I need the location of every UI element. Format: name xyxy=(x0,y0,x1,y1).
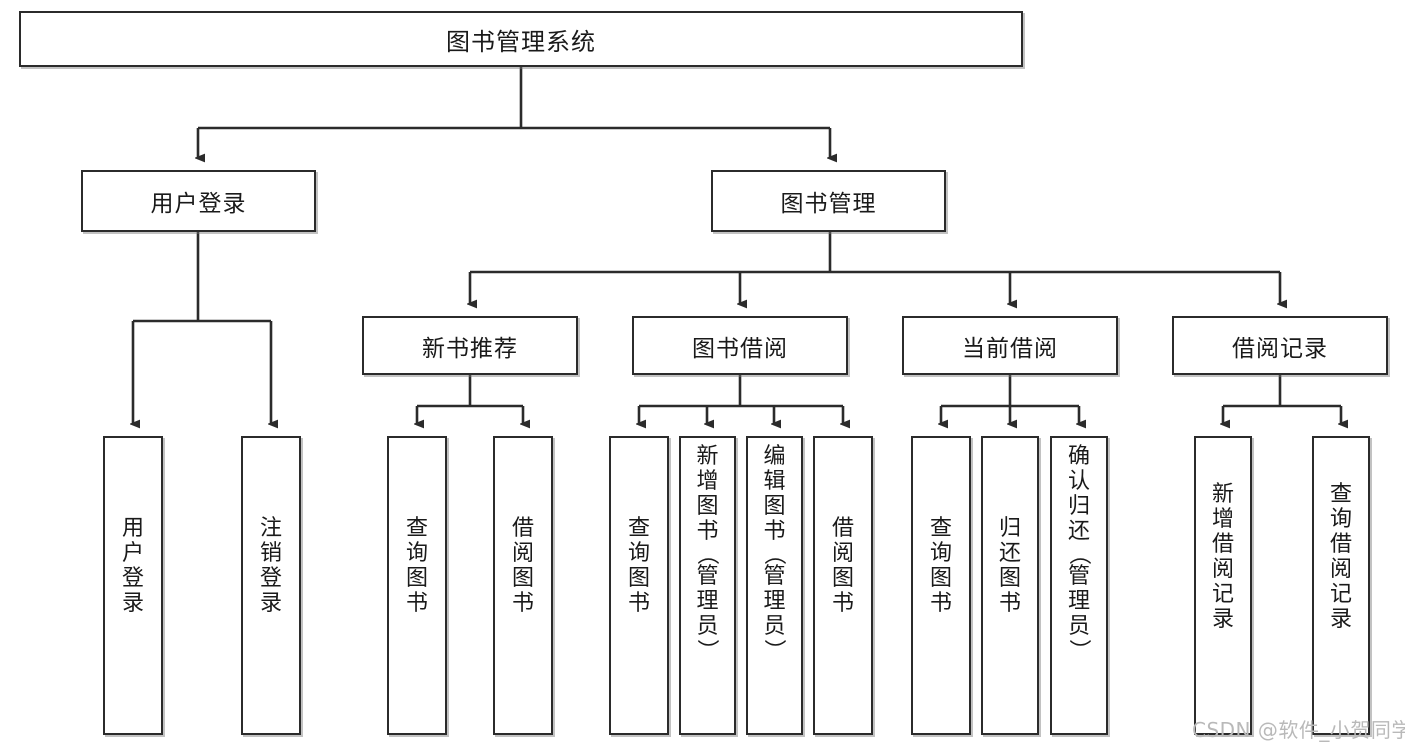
leaf-current-borrow-return-book[interactable]: 归还图书 xyxy=(981,436,1039,735)
node-current-borrow[interactable]: 当前借阅 xyxy=(902,316,1118,375)
leaf-book-borrow-add-book-admin[interactable]: 新增图书（管理员） xyxy=(679,436,736,735)
leaf-new-book-query-book[interactable]: 查询图书 xyxy=(387,436,447,735)
node-borrow-record[interactable]: 借阅记录 xyxy=(1172,316,1388,375)
node-new-book-recommend[interactable]: 新书推荐 xyxy=(362,316,578,375)
leaf-current-borrow-query-book[interactable]: 查询图书 xyxy=(911,436,971,735)
leaf-label: 归还图书 xyxy=(998,516,1021,617)
leaf-borrow-record-add-record[interactable]: 新增借阅记录 xyxy=(1194,436,1252,735)
leaf-label: 查询图书 xyxy=(627,516,650,617)
leaf-book-borrow-query-book[interactable]: 查询图书 xyxy=(609,436,669,735)
watermark-csdn: CSDN @软件_小贺同学 xyxy=(1192,718,1405,742)
leaf-new-book-borrow-book[interactable]: 借阅图书 xyxy=(493,436,553,735)
leaf-user-login-logout[interactable]: 注销登录 xyxy=(241,436,301,735)
leaf-label: 查询图书 xyxy=(929,516,952,617)
leaf-label: 新增借阅记录 xyxy=(1211,482,1234,633)
node-book-borrow[interactable]: 图书借阅 xyxy=(632,316,848,375)
leaf-label: 借阅图书 xyxy=(831,516,854,617)
leaf-label: 用户登录 xyxy=(121,516,144,617)
leaf-label: 编辑图书（管理员） xyxy=(761,444,787,661)
leaf-borrow-record-query-record[interactable]: 查询借阅记录 xyxy=(1312,436,1370,735)
leaf-user-login-login[interactable]: 用户登录 xyxy=(103,436,163,735)
leaf-book-borrow-borrow-book[interactable]: 借阅图书 xyxy=(813,436,873,735)
node-root-book-management-system[interactable]: 图书管理系统 xyxy=(19,11,1023,67)
node-book-management[interactable]: 图书管理 xyxy=(711,170,946,232)
leaf-book-borrow-edit-book-admin[interactable]: 编辑图书（管理员） xyxy=(746,436,803,735)
leaf-current-borrow-confirm-return-admin[interactable]: 确认归还（管理员） xyxy=(1050,436,1108,735)
leaf-label: 查询借阅记录 xyxy=(1329,482,1352,633)
leaf-label: 注销登录 xyxy=(259,516,282,617)
leaf-label: 查询图书 xyxy=(405,516,428,617)
node-user-login[interactable]: 用户登录 xyxy=(81,170,316,232)
leaf-label: 新增图书（管理员） xyxy=(694,444,720,661)
leaf-label: 借阅图书 xyxy=(511,516,534,617)
leaf-label: 确认归还（管理员） xyxy=(1065,444,1091,661)
